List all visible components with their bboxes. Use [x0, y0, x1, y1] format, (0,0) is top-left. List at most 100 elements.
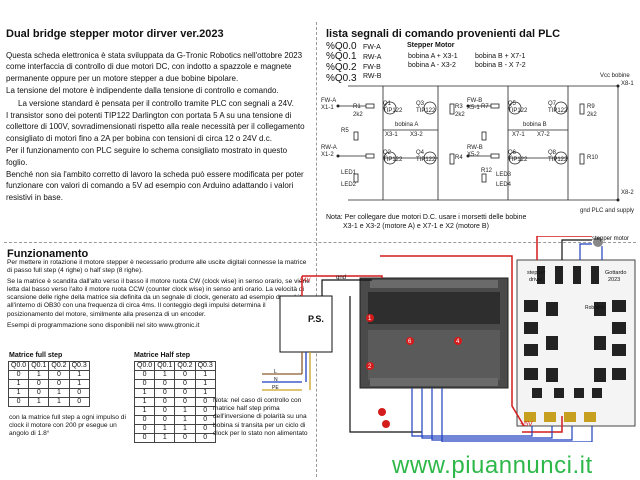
- coil-label: bobina A - X3-2: [408, 62, 456, 69]
- funzionamento-text: Per mettere in rotazione il motore stepp…: [7, 259, 312, 333]
- table-cell: 1: [133, 406, 156, 416]
- intro-paragraph: Benché non sia l'ambito corretto di lavo…: [6, 170, 304, 202]
- matrix-full-caption: con la matrice full step a ogni impulso …: [9, 414, 126, 438]
- schematic-label: X8-2: [621, 190, 634, 196]
- table-cell: 1: [194, 379, 216, 389]
- schematic-label: X1-2: [321, 152, 334, 158]
- table-cell: 1: [48, 397, 70, 407]
- schematic-note: Nota: Per collegare due motori D.C. usar…: [326, 214, 527, 221]
- schematic-label: TIP122: [548, 157, 568, 163]
- table-header-cell: Q0.1: [154, 361, 176, 371]
- schematic-label: LED2: [341, 182, 357, 188]
- gnd-label: gnd: [336, 275, 347, 281]
- table-cell: 0: [154, 379, 176, 389]
- table-cell: 0: [68, 397, 90, 407]
- table-header-cell: Q0.2: [48, 361, 70, 371]
- table-cell: 0: [133, 424, 156, 434]
- h-bridge-schematic: [336, 84, 620, 202]
- schematic-label: bobina B: [523, 122, 547, 128]
- schematic-label: Q6: [508, 150, 517, 156]
- table-cell: 0: [7, 370, 30, 380]
- table-cell: 1: [48, 388, 70, 398]
- table-header-cell: Q0.3: [194, 361, 216, 371]
- schematic-label: R10: [587, 155, 599, 161]
- schematic-label: R7: [481, 104, 489, 110]
- schematic-label: TIP122: [383, 157, 403, 163]
- schematic-label: gnd PLC and supply: [580, 208, 635, 214]
- signal-code: %Q0.3: [326, 73, 357, 84]
- schematic-label: RW-A: [321, 145, 337, 151]
- table-cell: 1: [28, 397, 50, 407]
- schematic-label: TIP122: [416, 157, 436, 163]
- schematic-label: Q7: [548, 101, 557, 107]
- wire-number: 2: [368, 364, 372, 370]
- board-label: 2023: [608, 277, 621, 283]
- funzionamento-title: Funzionamento: [7, 248, 89, 260]
- table-cell: 1: [174, 406, 196, 416]
- table-cell: 0: [133, 433, 156, 443]
- mains-label: PE: [272, 385, 279, 391]
- schematic-label: X3-2: [410, 132, 423, 138]
- half-step-note: Nota: nel caso di controllo con matrice …: [213, 397, 308, 437]
- matrix-full-title: Matrice full step: [9, 352, 63, 359]
- table-header-cell: Q0.1: [28, 361, 50, 371]
- table-cell: 1: [133, 397, 156, 407]
- table-cell: 0: [174, 388, 196, 398]
- schematic-label: Q3: [416, 101, 425, 107]
- schematic-label: Q1: [383, 101, 392, 107]
- table-cell: 0: [133, 379, 156, 389]
- board-label: Robotics: [585, 305, 605, 311]
- table-cell: 0: [174, 397, 196, 407]
- table-cell: 1: [7, 388, 30, 398]
- row-divider: [4, 242, 636, 243]
- power-supply-label: P.S.: [308, 314, 324, 324]
- schematic-label: X5-1: [467, 105, 480, 111]
- table-cell: 0: [68, 388, 90, 398]
- table-cell: 1: [7, 379, 30, 389]
- schematic-label: Q8: [548, 150, 557, 156]
- stepper-motor-label: stepper motor: [592, 236, 630, 242]
- schematic-label: LED3: [496, 172, 512, 178]
- 24v-label: 24V: [300, 278, 311, 284]
- schematic-label: R9: [587, 104, 595, 110]
- table-cell: 1: [154, 370, 176, 380]
- wire-number: 6: [408, 339, 412, 345]
- schematic-label: TIP122: [548, 108, 568, 114]
- table-cell: 0: [154, 406, 176, 416]
- mains-label: N: [274, 377, 278, 383]
- signals-title: lista segnali di comando provenienti dal…: [326, 28, 561, 40]
- table-cell: 0: [133, 415, 156, 425]
- signal-name: RW-B: [363, 73, 382, 80]
- schematic-label: FW-A: [321, 98, 337, 104]
- document-title: Dual bridge stepper motor dirver ver.202…: [6, 28, 224, 40]
- stepper-motor-header: Stepper Motor: [407, 42, 455, 49]
- schematic-label: LED4: [496, 182, 512, 188]
- schematic-label: Q5: [508, 101, 517, 107]
- signal-code: %Q0.2: [326, 62, 357, 73]
- schematic-label: RW-B: [467, 145, 483, 151]
- schematic-label: R1: [353, 104, 361, 110]
- schematic-label: X8-1: [621, 81, 634, 87]
- table-cell: 1: [174, 424, 196, 434]
- signal-name: RW-A: [363, 54, 382, 61]
- schematic-label: TIP122: [508, 108, 528, 114]
- schematic-label: X7-1: [512, 132, 525, 138]
- table-cell: 1: [133, 388, 156, 398]
- wiring-diagram: [262, 236, 636, 442]
- funzionamento-paragraph: Per mettere in rotazione il motore stepp…: [7, 259, 307, 275]
- intro-paragraph: Questa scheda elettronica è stata svilup…: [6, 51, 303, 83]
- table-cell: 0: [194, 433, 216, 443]
- table-cell: 0: [28, 379, 50, 389]
- wire-number: 1: [368, 316, 372, 322]
- schematic-label: FW-B: [467, 98, 483, 104]
